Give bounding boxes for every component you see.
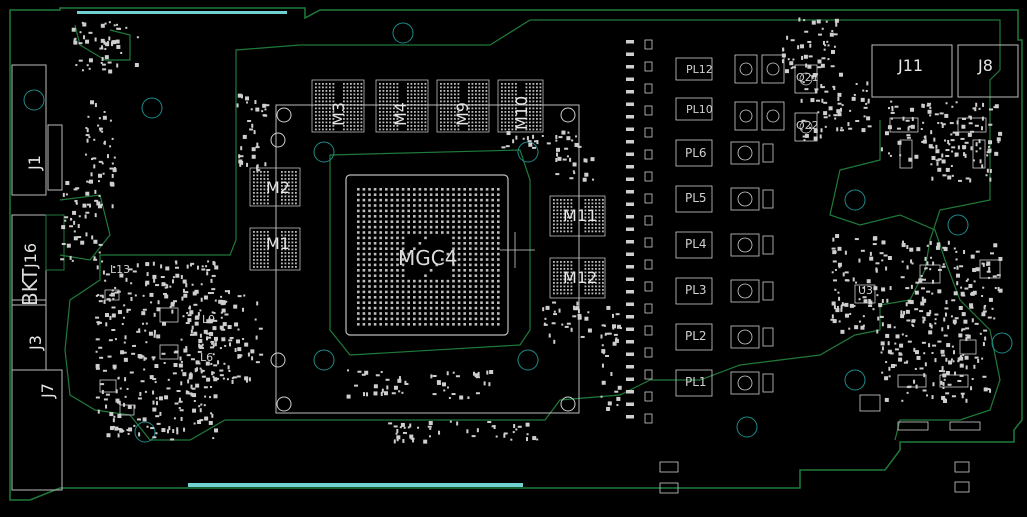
memory-label-m2: M2: [266, 178, 290, 197]
connector-label-j8: J8: [978, 56, 993, 75]
inductor-label-pl10: PL10: [686, 103, 713, 116]
part-label-q22: Q22: [796, 119, 819, 132]
j7-connector-body: [11, 369, 63, 491]
memory-label-m3: M3: [329, 102, 348, 126]
j16-inner: [45, 214, 65, 271]
memory-label-m9: M9: [453, 102, 472, 126]
part-label-l9: L9: [202, 313, 216, 326]
board-outline: [9, 7, 1023, 501]
memory-label-m4: M4: [391, 102, 410, 126]
connector-label-j16: J16: [21, 242, 40, 268]
memory-label-m11: M11: [563, 206, 598, 225]
mounting-holes: [23, 22, 1013, 443]
j8-connector-body: [957, 44, 1019, 98]
memory-label-m12: M12: [563, 268, 598, 287]
memory-chip-pads: [249, 79, 606, 299]
j1-connector-body: [11, 64, 47, 196]
part-label-q21: Q21: [796, 71, 819, 84]
inductor-label-pl4: PL4: [685, 237, 707, 251]
memory-label-m10: M10: [512, 95, 531, 130]
memory-label-m1: M1: [266, 234, 290, 253]
plane-outline-left: [59, 24, 131, 261]
connector-label-j7: J7: [38, 383, 57, 398]
j11-connector-body: [871, 44, 953, 98]
bottom-edge-connector: [188, 483, 523, 487]
plane-outline-main: [64, 19, 1001, 441]
inductor-label-pl5: PL5: [685, 191, 707, 205]
gpu-bga-grid: [357, 188, 500, 326]
part-label-l6: L6: [200, 351, 214, 364]
part-label-l13: L13: [110, 263, 131, 276]
smd-component-pads: [60, 17, 1003, 494]
inductor-label-pl3: PL3: [685, 283, 707, 297]
plane-outline-gpu: [329, 149, 531, 356]
connector-label-j11: J11: [898, 56, 924, 75]
gpu-label: MGC4: [398, 246, 458, 270]
j1-inner: [47, 124, 63, 191]
plane-outline-right: [829, 120, 1001, 441]
inductor-label-pl1: PL1: [685, 375, 707, 389]
connector-label-j3: J3: [26, 335, 45, 350]
gpu-die-outline: [345, 174, 509, 336]
inductor-outlines: [675, 54, 818, 397]
inductor-label-pl12: PL12: [686, 63, 713, 76]
connector-label-j1: J1: [25, 155, 44, 170]
inductor-label-pl2: PL2: [685, 329, 707, 343]
vrm-pad-column: [626, 39, 653, 424]
gpu-package-outline: [275, 104, 580, 414]
inductor-label-pl6: PL6: [685, 146, 707, 160]
part-label-u3: U3: [858, 284, 874, 297]
top-edge-connector: [77, 11, 287, 14]
connector-label-bkt: BKT: [18, 268, 42, 307]
